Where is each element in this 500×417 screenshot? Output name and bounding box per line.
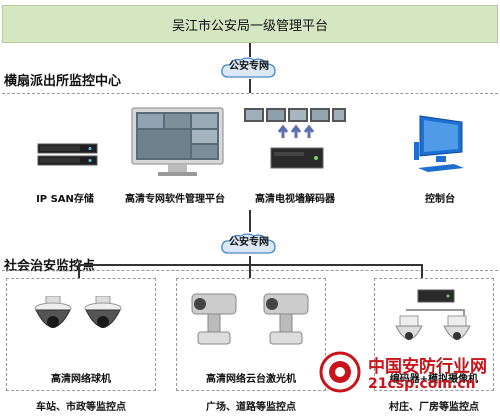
ptz-camera-icon <box>191 293 309 345</box>
console-device <box>410 112 470 174</box>
watermark-url: 21csp.com.cn <box>368 376 476 392</box>
network-cloud-2: 公安专网 <box>219 232 279 260</box>
monitor-center-title: 横扇派出所监控中心 <box>4 74 122 89</box>
decoder-icon <box>244 108 346 169</box>
dome-camera-icon <box>34 295 122 328</box>
ptz-laser-cameras <box>186 290 316 348</box>
encoder-camera-icon <box>395 289 471 340</box>
console-label: 控制台 <box>425 194 455 205</box>
cloud-icon <box>221 57 276 78</box>
branch-right <box>421 264 423 278</box>
encoder-camera-label: 编码器+模拟摄像机 <box>389 374 479 385</box>
link-line-top <box>249 43 251 57</box>
top-platform-title: 吴江市公安局一级管理平台 <box>171 18 328 34</box>
encoder-cameras <box>392 288 478 358</box>
ptz-laser-group <box>176 278 326 391</box>
management-platform-label: 高清专网软件管理平台 <box>125 194 225 205</box>
dome-cameras <box>30 295 130 344</box>
link-line-bus <box>249 256 251 264</box>
management-platform-device <box>130 106 225 178</box>
watermark-badge-icon <box>319 351 361 393</box>
monitor-icon <box>131 107 224 176</box>
monitor-center-divider <box>2 93 498 94</box>
decoder-label: 高清电视墙解码器 <box>255 194 335 205</box>
ip-san-storage-label: IP SAN存储 <box>36 194 94 205</box>
cloud-icon <box>221 233 276 254</box>
ip-san-storage-device <box>35 140 100 170</box>
top-platform-bar: 吴江市公安局一级管理平台 <box>2 5 498 43</box>
branch-left <box>78 264 80 278</box>
network-label-1: 公安专网 <box>229 61 269 72</box>
watermark-logo <box>318 350 362 394</box>
encoder-camera-group <box>374 278 494 391</box>
dome-camera-label: 高清网络球机 <box>51 374 111 385</box>
console-computer-icon <box>414 115 464 172</box>
branch-middle <box>249 264 251 278</box>
link-line-mid <box>249 79 251 93</box>
network-cloud-1: 公安专网 <box>219 56 279 84</box>
network-label-2: 公安专网 <box>229 237 269 248</box>
ptz-laser-label: 高清网络云台激光机 <box>206 374 296 385</box>
dome-camera-group <box>6 278 156 391</box>
encoder-camera-location: 村庄、厂房等监控点 <box>389 402 479 413</box>
watermark-name: 中国安防行业网 <box>368 357 487 377</box>
dome-camera-location: 车站、市政等监控点 <box>36 402 126 413</box>
ptz-laser-location: 广场、道路等监控点 <box>206 402 296 413</box>
link-line-lower <box>249 210 251 232</box>
storage-server-icon <box>37 143 98 166</box>
video-wall-decoder-device <box>238 106 348 178</box>
